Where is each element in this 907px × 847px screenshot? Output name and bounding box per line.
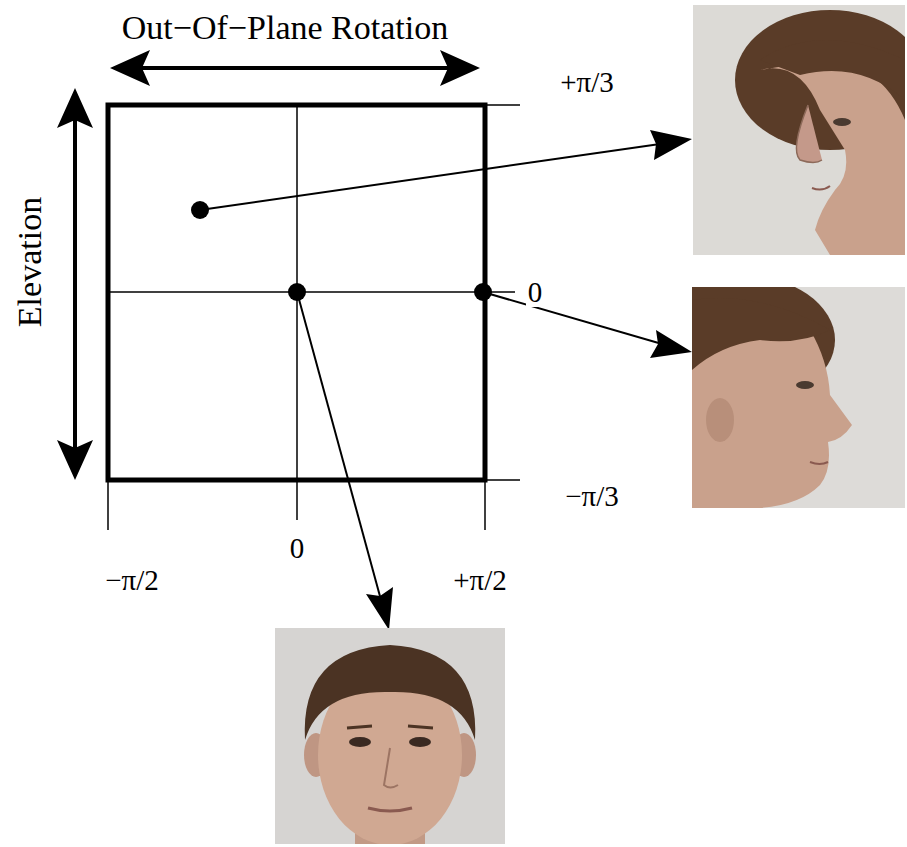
pose-dots — [191, 201, 492, 301]
pose-grid — [108, 105, 520, 530]
tick-label: 0 — [288, 534, 307, 563]
elevation-double-arrow — [57, 88, 93, 480]
face-photo-up — [693, 5, 905, 255]
tick-label: +π/2 — [451, 566, 509, 595]
tick-label: 0 — [526, 278, 545, 307]
rotation-double-arrow — [110, 50, 480, 86]
pointer-arrows — [200, 130, 692, 630]
face-photo-profile — [692, 287, 905, 508]
axis-title: Elevation — [13, 195, 47, 329]
tick-label: −π/3 — [563, 482, 621, 511]
tick-label: +π/3 — [558, 68, 616, 97]
axis-title: Out−Of−Plane Rotation — [120, 11, 450, 45]
face-photo-frontal — [275, 628, 505, 844]
tick-label: −π/2 — [103, 566, 161, 595]
